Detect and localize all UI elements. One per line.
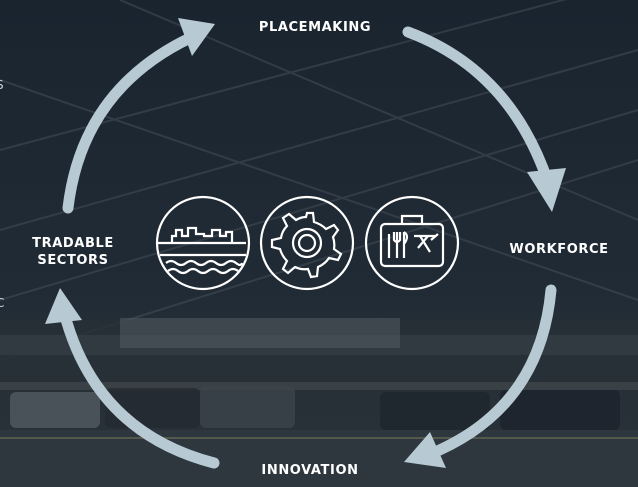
arrow-tradable-to-placemaking (62, 32, 196, 214)
cropped-text-fragment: S (0, 78, 4, 92)
suitcase-airplane-icon (364, 195, 460, 291)
arrowhead-placemaking (178, 18, 215, 56)
arrow-workforce-to-innovation (422, 284, 557, 461)
node-innovation-label: INNOVATION (261, 463, 359, 478)
tradable-line1: TRADABLE (32, 236, 114, 251)
arrowhead-workforce (527, 168, 566, 212)
node-tradable-sectors-label: TRADABLE SECTORS (18, 235, 128, 269)
node-placemaking-label: PLACEMAKING (258, 20, 372, 35)
tradable-line2: SECTORS (37, 253, 109, 268)
gear-icon (259, 195, 355, 291)
arrowhead-tradable (45, 288, 82, 324)
arrowhead-innovation (404, 432, 446, 468)
arrow-innovation-to-tradable (58, 306, 220, 469)
cropped-text-fragment: C (0, 296, 5, 310)
skyline-waterfront-icon (155, 195, 251, 291)
arrow-placemaking-to-workforce (402, 26, 554, 188)
node-workforce-label: WORKFORCE (509, 242, 609, 257)
